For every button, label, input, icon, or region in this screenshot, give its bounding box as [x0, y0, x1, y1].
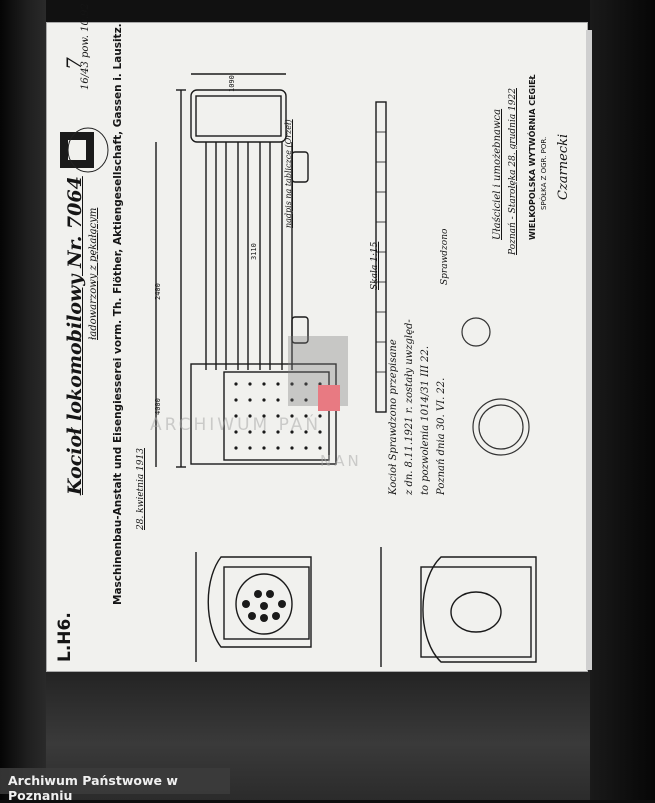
- attest-line-3: to pozwolenia 1014/31 III 22.: [420, 345, 431, 495]
- right-page-edge: [590, 0, 655, 800]
- dim-top: 1090: [228, 75, 236, 92]
- color-reference-mark: [318, 385, 340, 411]
- archive-caption-bar: Archiwum Państwowe w Poznaniu: [0, 768, 230, 803]
- drawing-sheet: [46, 22, 588, 672]
- drawing-subtitle: ładowarzowy z pękałącym: [88, 207, 99, 340]
- left-page-edge: [0, 0, 46, 800]
- attest-line-2: z dn. 8.11.1921 r. zostały uwzględ-: [404, 319, 415, 495]
- attest-line-1: Kocioł Sprawdzono przepisane: [388, 339, 399, 495]
- authorized-place: Poznań - Starołęka 28. grudnia 1922: [508, 88, 518, 255]
- sheet-fold: [586, 30, 592, 670]
- drawing-scale: Skala 1:15: [370, 241, 380, 290]
- authorized-label: Ułaściciel i umożebnawca: [492, 108, 503, 240]
- maker-line: Maschinenbau-Anstalt und Eisengiesserei …: [112, 23, 124, 605]
- corner-note: 16/43 pow. 10.92: [80, 3, 91, 90]
- dim-fire: 4000: [154, 398, 162, 415]
- plate-note: nadpis na tabliczce (Orzeł): [284, 119, 293, 228]
- drawing-date: 28. kwietnia 1913: [136, 448, 146, 530]
- dim-length: 2400: [154, 283, 162, 300]
- attest-line-4: Poznań dnia 30. VI. 22.: [436, 377, 447, 495]
- drawing-title: Kocioł lokomobilowy Nr. 7064: [64, 176, 86, 495]
- handwritten-signature: Czarnecki: [556, 133, 571, 200]
- firm-stamp: WIELKOPOLSKA WYTWÓRNIA CEGIEŁ: [528, 74, 537, 240]
- sheet-code: L.H6.: [55, 612, 75, 662]
- verified-label: Sprawdzono: [440, 228, 450, 285]
- archive-caption: Archiwum Państwowe w Poznaniu: [8, 773, 178, 803]
- watermark-line-1: ARCHIWUM PAŃ: [150, 415, 322, 435]
- boiler-technical-drawing: [60, 73, 537, 667]
- firm-stamp-note: SPÓŁKA Z OGR. POR.: [540, 136, 548, 210]
- watermark-line-2: NAN: [320, 452, 362, 470]
- dim-mid: 3110: [250, 243, 258, 260]
